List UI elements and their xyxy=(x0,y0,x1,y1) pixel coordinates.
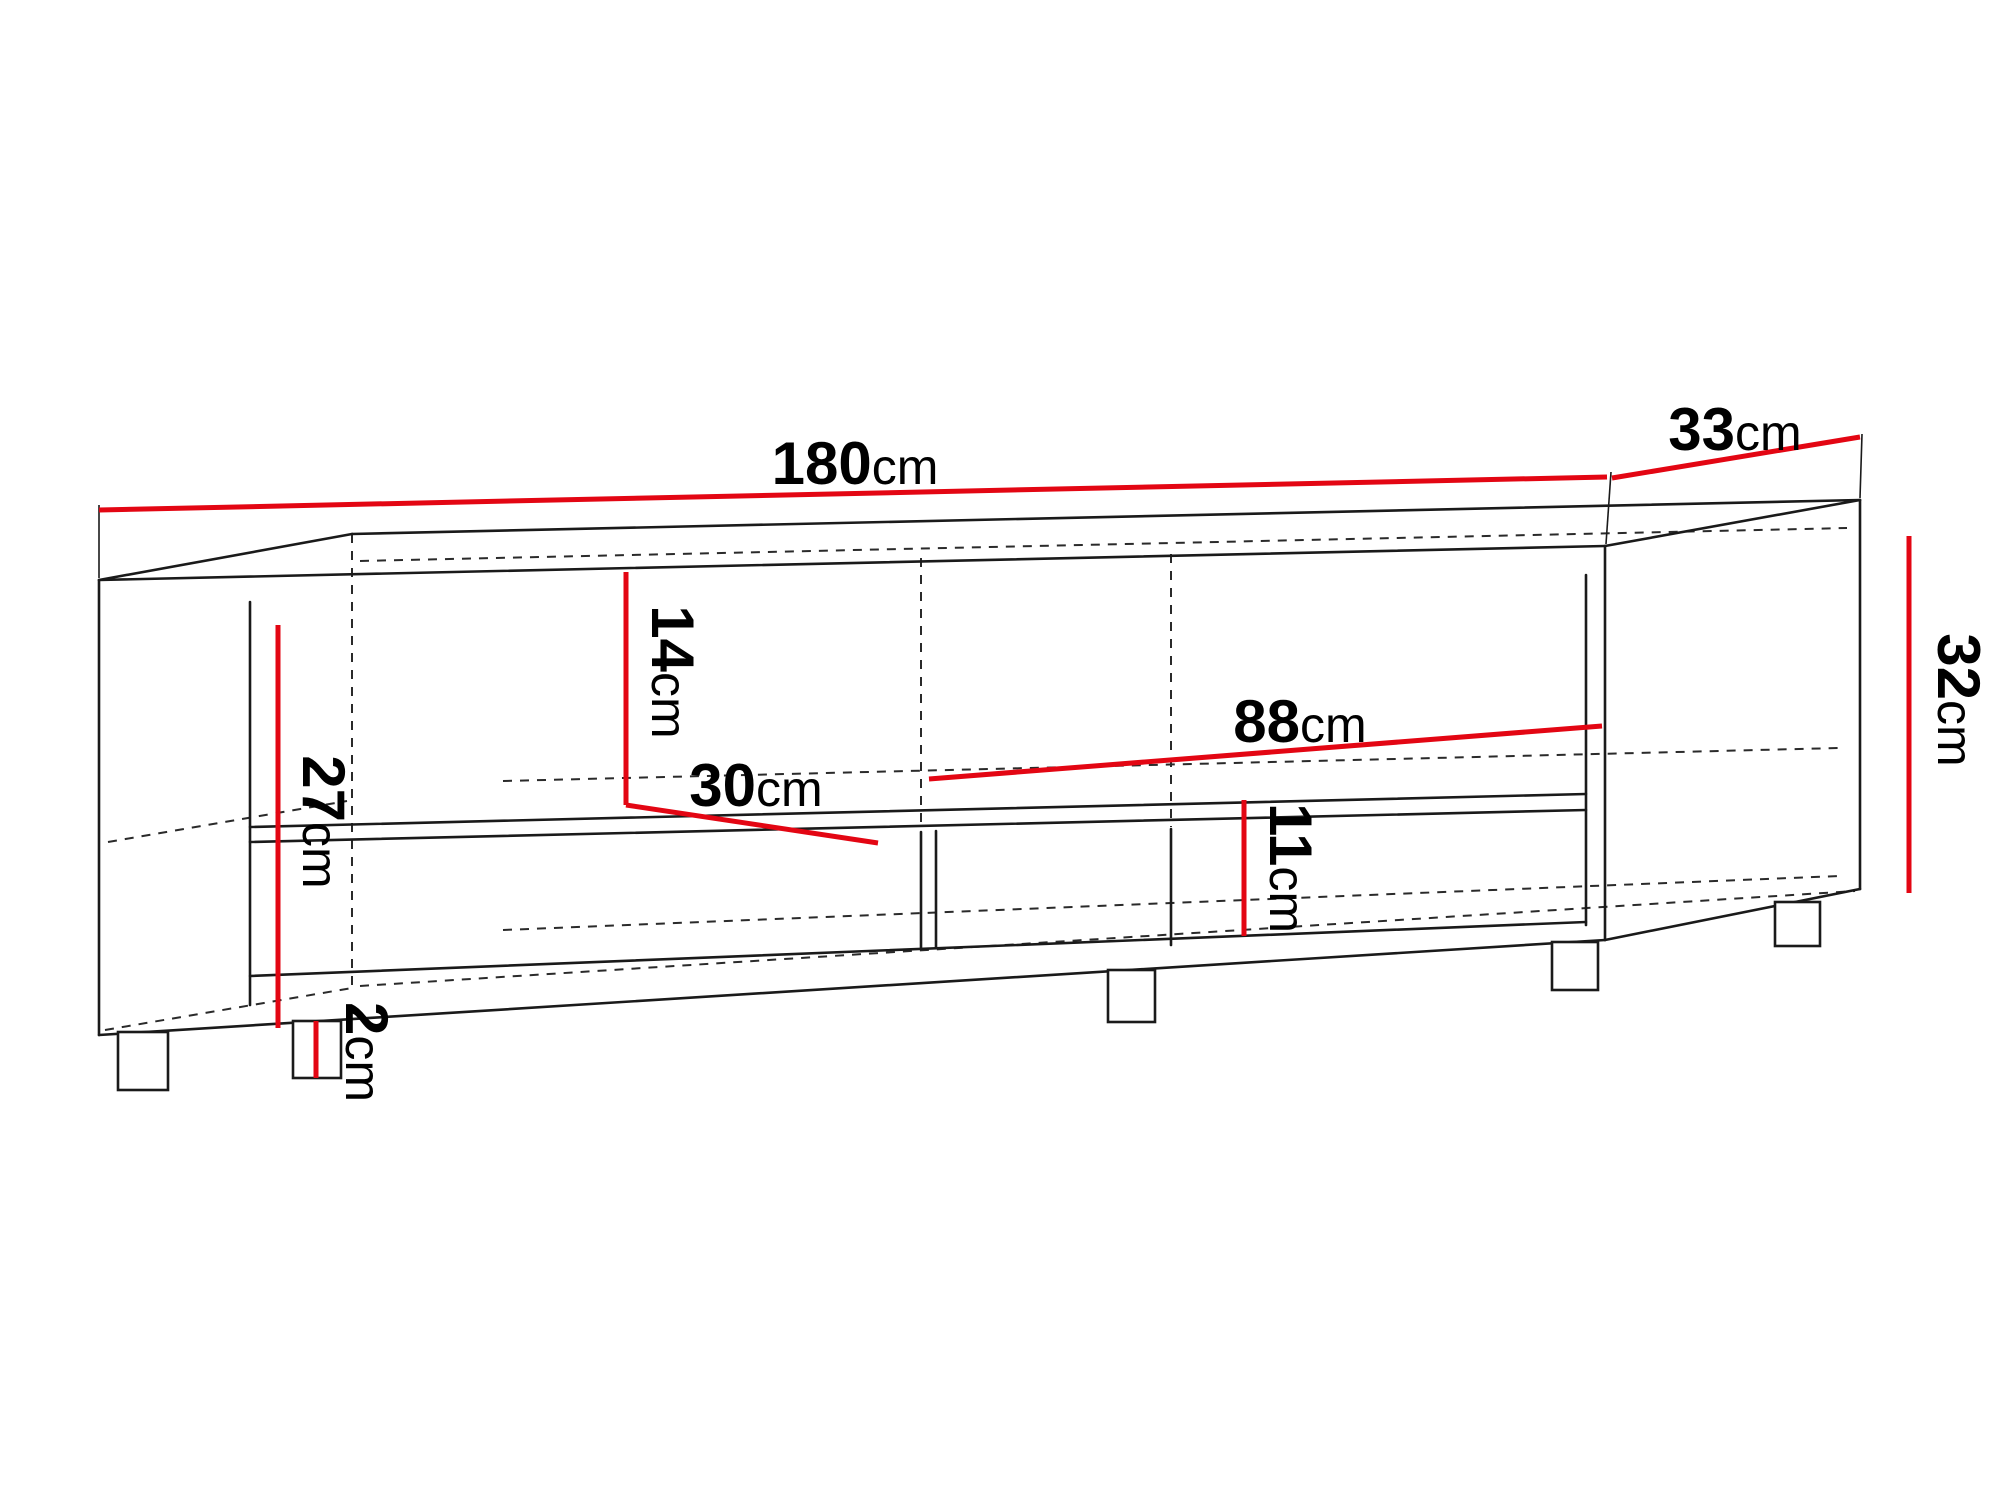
extension-line-back-right xyxy=(1859,433,1863,499)
top-right-depth-edge xyxy=(1603,498,1862,548)
top-front-edge xyxy=(97,544,1607,582)
leg-middle xyxy=(1106,968,1157,1024)
leg-front-right xyxy=(1550,940,1600,992)
dim-line-niche-width xyxy=(928,723,1603,782)
shelf-back-edge xyxy=(502,747,1840,782)
dim-line-interior-depth xyxy=(625,802,879,846)
top-back-edge xyxy=(350,498,1862,536)
dim-label-overall-height: 32cm xyxy=(1925,633,1992,766)
top-left-depth-edge xyxy=(97,532,354,582)
shelf-front-bottom-edge xyxy=(248,808,1588,844)
dimension-labels: 180cm 33cm 32cm 14cm 27cm 30cm 88cm 11cm… xyxy=(290,396,1992,1102)
dim-label-niche-width: 88cm xyxy=(1233,688,1366,755)
cabinet-outline xyxy=(97,433,1863,1037)
dimension-lines xyxy=(98,434,1912,1078)
bottom-front-edge xyxy=(97,938,1607,1037)
dim-label-lower-niche-height: 11cm xyxy=(1257,803,1324,933)
dim-label-leg-height: 2cm xyxy=(333,1002,400,1102)
left-end-bottom-depth-edge xyxy=(104,987,353,1031)
dim-line-overall-width xyxy=(98,474,1608,513)
left-end-shelf-depth-edge xyxy=(107,800,348,843)
leg-front-left xyxy=(116,1030,170,1092)
dim-label-overall-depth: 33cm xyxy=(1668,396,1801,463)
extension-line-front-right xyxy=(1605,471,1612,545)
cabinet-legs xyxy=(116,900,1822,1092)
floor-front-edge xyxy=(248,920,1588,978)
dim-label-interior-depth: 30cm xyxy=(689,752,822,819)
dim-label-upper-niche-height: 14cm xyxy=(639,605,706,738)
dim-label-overall-width: 180cm xyxy=(772,430,939,497)
leg-back-right xyxy=(1773,900,1822,948)
bottom-right-depth-edge xyxy=(1603,887,1862,942)
shelf-front-top-edge xyxy=(248,792,1588,829)
dim-label-interior-height: 27cm xyxy=(290,755,357,888)
dim-line-overall-depth xyxy=(1611,434,1861,481)
